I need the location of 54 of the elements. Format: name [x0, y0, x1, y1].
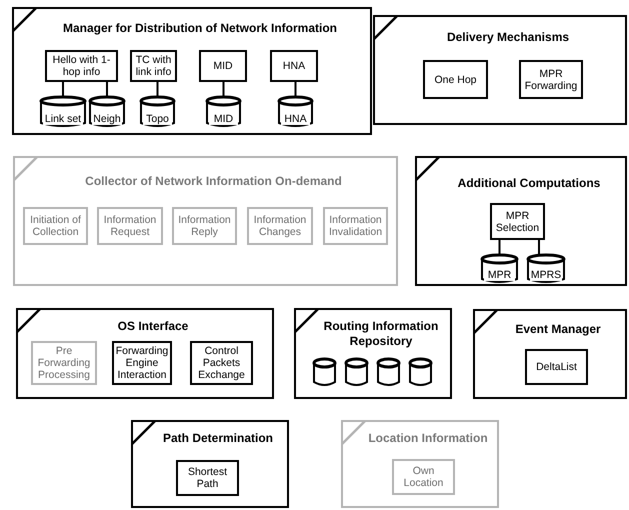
database-cylinder: MPRS	[527, 254, 565, 283]
process-box: Information Reply	[172, 207, 237, 245]
module-title: Manager for Distribution of Network Information	[62, 21, 338, 36]
module-title: Collector of Network Information On-demand	[84, 174, 343, 189]
database-cylinder: Link set	[40, 96, 86, 127]
module-title: OS Interface	[116, 319, 190, 334]
module-title: Routing Information Repository	[322, 319, 440, 349]
database-cylinder: Topo	[140, 96, 175, 127]
process-box: HNA	[270, 50, 318, 82]
module-title: Additional Computations	[456, 176, 602, 191]
module-title: Location Information	[367, 431, 489, 446]
module-title: Event Manager	[514, 322, 602, 337]
process-box: Information Request	[97, 207, 163, 245]
module-title: Path Determination	[162, 431, 274, 446]
process-box: MPR Forwarding	[519, 60, 583, 99]
connector-line	[156, 82, 158, 97]
module-frame	[294, 308, 452, 399]
database-cylinder	[377, 358, 400, 386]
connector-line	[538, 240, 540, 255]
process-box: Own Location	[392, 459, 455, 495]
process-box: Hello with 1-hop info	[45, 50, 118, 82]
process-box: Information Invalidation	[323, 207, 388, 245]
process-box: Forwarding Engine Interaction	[112, 341, 172, 385]
database-cylinder: HNA	[278, 96, 313, 127]
module-title: Delivery Mechanisms	[446, 30, 570, 45]
connector-line	[498, 240, 500, 255]
connector-line	[294, 82, 296, 97]
process-box: MID	[199, 50, 247, 82]
module-frame	[131, 420, 289, 508]
process-box: Pre Forwarding Processing	[31, 341, 97, 385]
module-frame	[473, 309, 627, 399]
module-frame	[341, 420, 499, 508]
database-cylinder: MID	[206, 96, 241, 127]
database-cylinder	[313, 358, 336, 386]
module-frame	[415, 156, 627, 286]
module-frame	[13, 156, 398, 286]
database-cylinder: Neigh	[89, 96, 125, 127]
process-box: Shortest Path	[176, 460, 239, 496]
process-box: MPR Selection	[490, 203, 545, 240]
connector-line	[222, 82, 224, 97]
process-box: TC with link info	[130, 50, 177, 82]
module-frame	[16, 308, 274, 399]
process-box: One Hop	[423, 60, 488, 99]
module-frame	[373, 15, 627, 125]
connector-line	[106, 82, 108, 97]
module-frame	[12, 7, 372, 135]
database-cylinder: MPR	[481, 254, 518, 283]
process-box: Information Changes	[247, 207, 313, 245]
database-cylinder	[409, 358, 432, 386]
connector-line	[62, 82, 64, 97]
process-box: Control Packets Exchange	[190, 341, 253, 385]
process-box: Initiation of Collection	[23, 207, 88, 245]
database-cylinder	[345, 358, 368, 386]
process-box: DeltaList	[525, 349, 588, 385]
